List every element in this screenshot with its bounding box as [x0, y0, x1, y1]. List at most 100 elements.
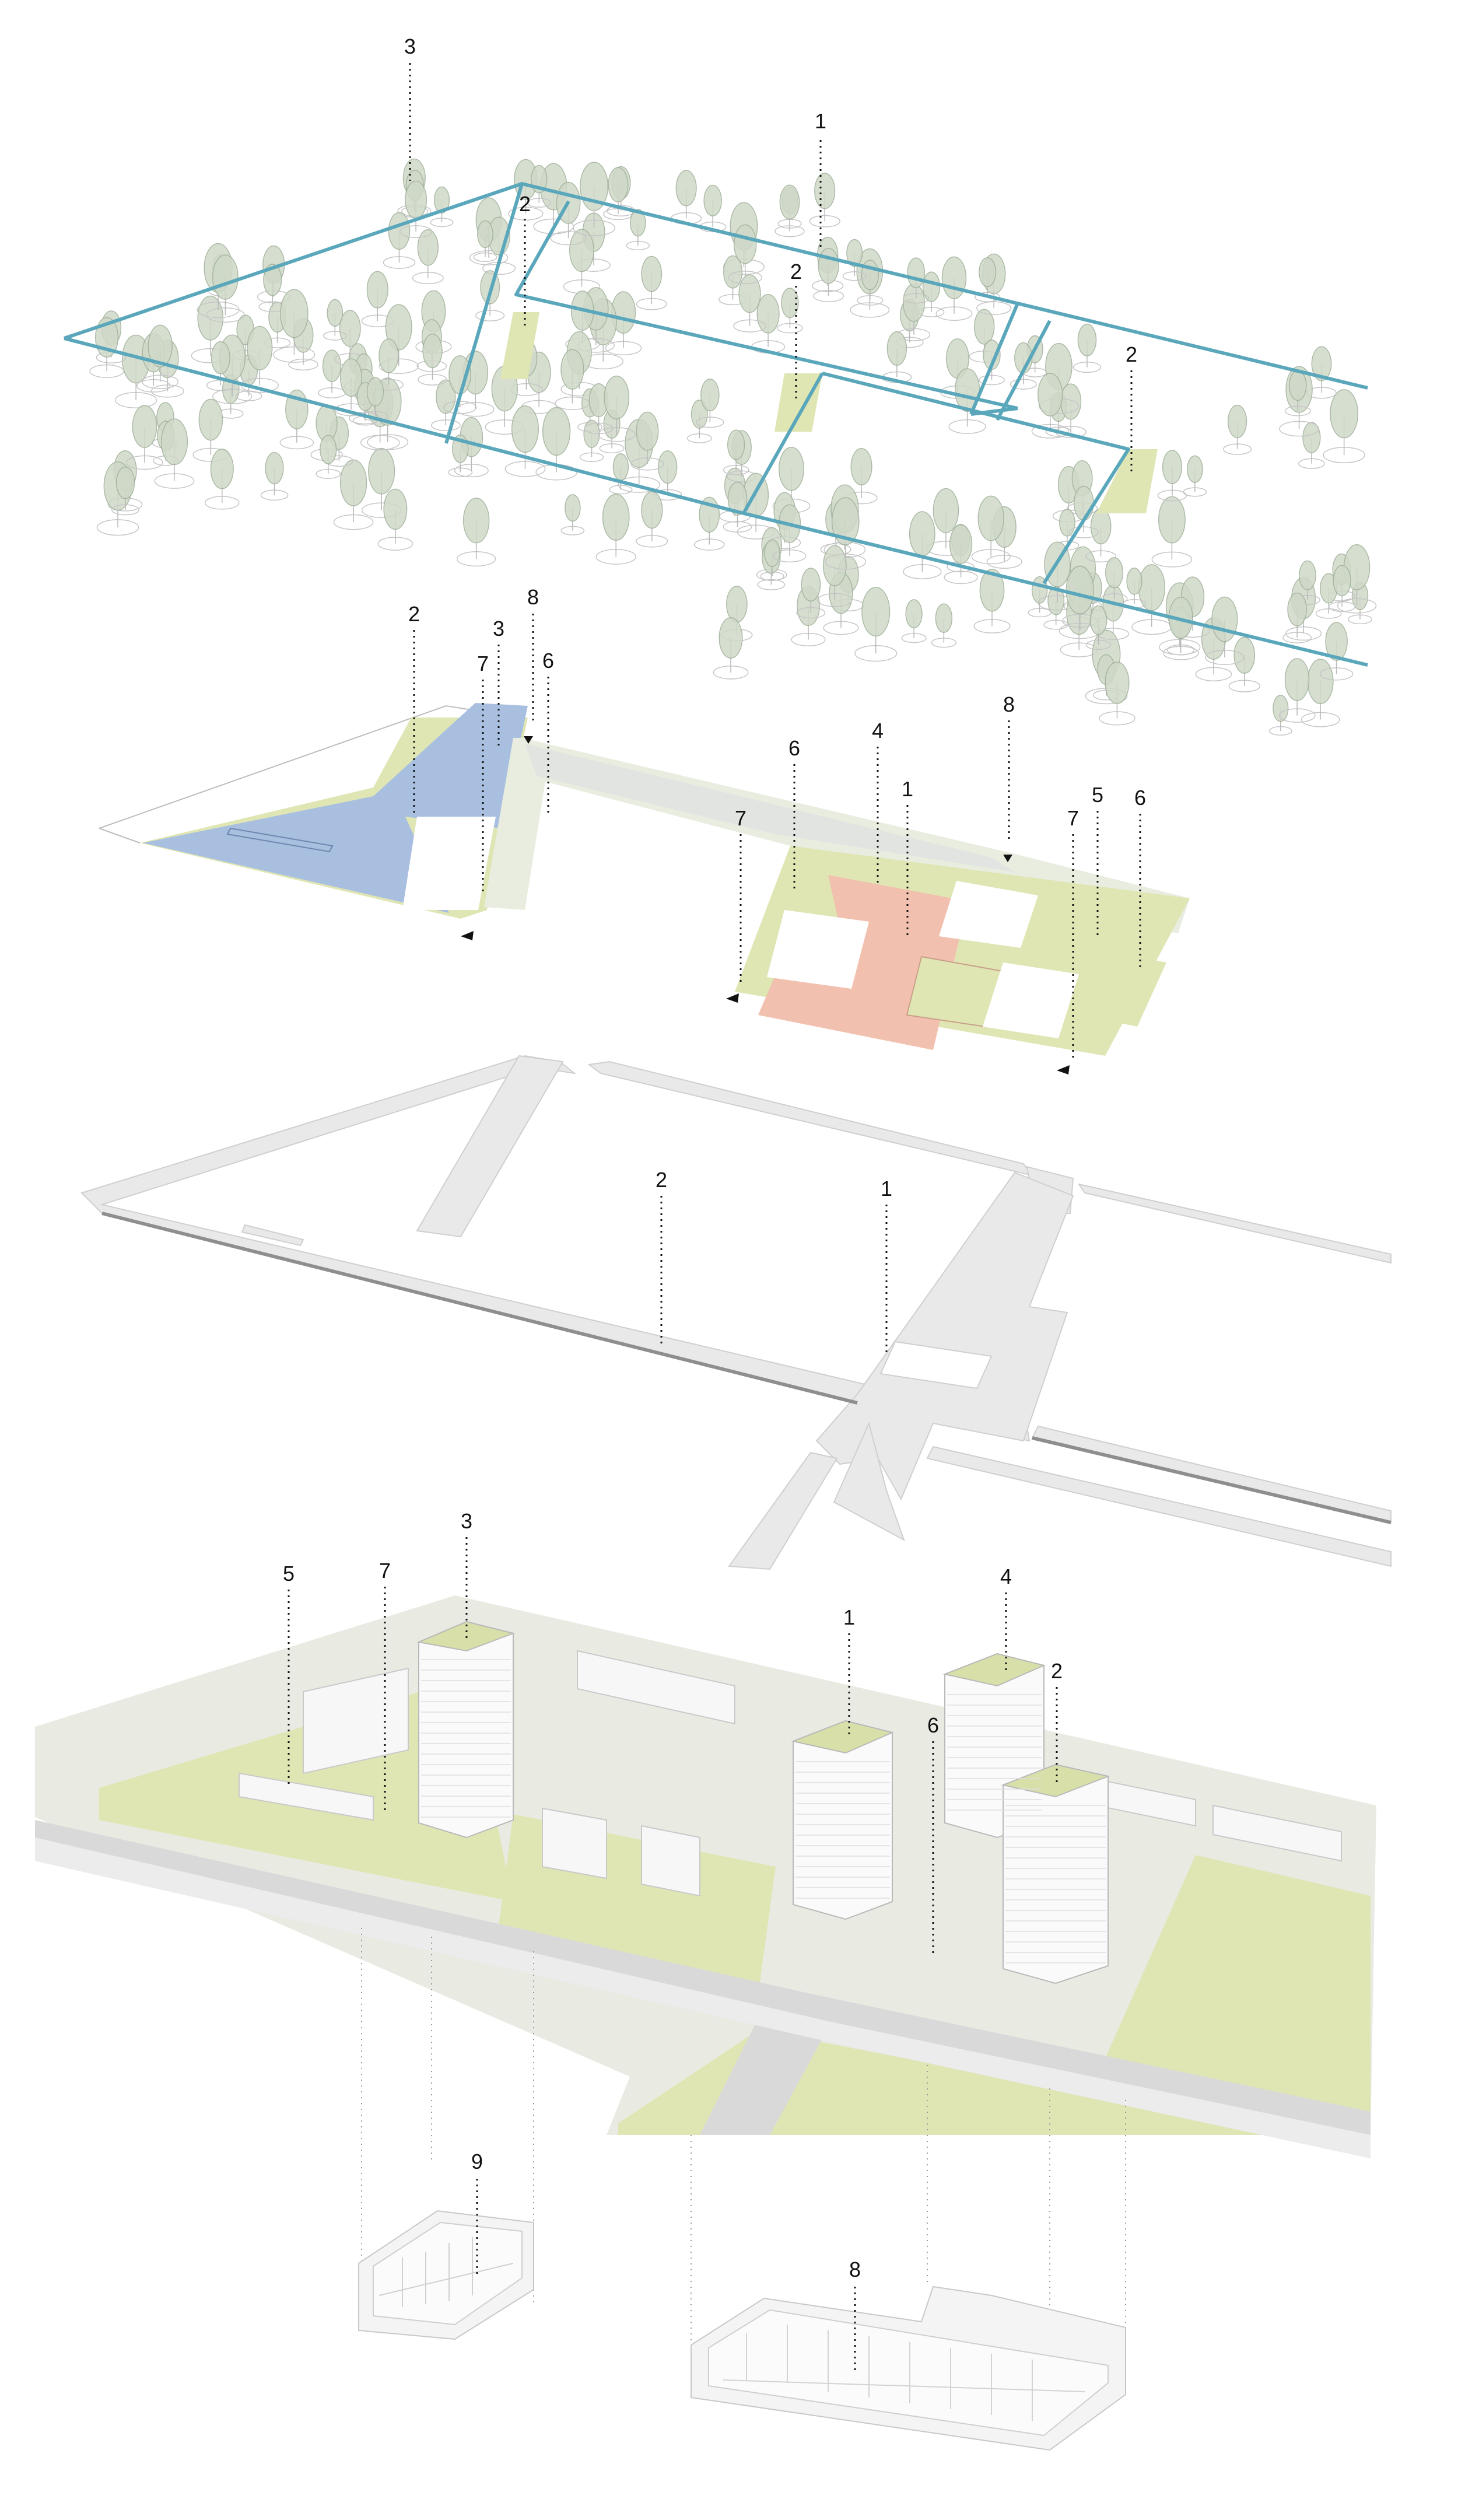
tree-canopy-group — [89, 158, 1377, 736]
tower-1 — [791, 1720, 895, 1920]
label-land-2: 2 — [408, 602, 420, 626]
tree-icon — [1187, 455, 1203, 483]
tree-icon — [612, 453, 629, 481]
tree-icon — [247, 326, 273, 370]
tree-icon — [738, 274, 761, 313]
tree-icon — [846, 239, 863, 267]
label-land-7b: 7 — [735, 806, 746, 830]
tree-icon — [265, 452, 284, 485]
tree-icon — [1126, 568, 1142, 595]
layer-buildings: 3 5 7 1 4 2 6 — [35, 1509, 1376, 2158]
label-land-7a: 7 — [477, 652, 489, 676]
tree-icon — [1105, 662, 1130, 704]
tree-icon — [1302, 422, 1321, 453]
tree-icon — [850, 448, 872, 485]
tree-icon — [388, 212, 411, 250]
layer-circulation: 2 1 — [80, 1055, 1392, 1570]
label-bld-7: 7 — [379, 1559, 391, 1583]
tree-icon — [280, 289, 309, 338]
label-land-6b: 6 — [788, 736, 800, 760]
label-land-8a: 8 — [527, 585, 539, 609]
tree-icon — [327, 299, 344, 327]
building-leaders — [288, 1537, 1058, 1954]
tree-icon — [368, 447, 395, 495]
tree-icon — [210, 449, 234, 489]
tree-icon — [1299, 560, 1316, 590]
tree-icon — [115, 466, 135, 499]
tree-icon — [477, 220, 493, 249]
tree-icon — [385, 304, 412, 351]
label-land-5: 5 — [1092, 783, 1103, 807]
circulation-leaders — [660, 1196, 888, 1353]
tree-icon — [949, 524, 973, 564]
tree-icon — [1038, 373, 1063, 416]
tree-icon — [658, 450, 678, 484]
tree-icon — [1273, 695, 1289, 722]
tree-icon — [569, 229, 594, 272]
tree-icon — [979, 257, 997, 288]
layer-underground: 9 8 — [358, 1928, 1126, 2451]
tree-icon — [366, 377, 384, 407]
tree-icon — [1162, 450, 1183, 484]
tree-icon — [565, 494, 581, 522]
tree-icon — [1227, 404, 1247, 438]
label-bld-3: 3 — [461, 1509, 472, 1533]
tree-icon — [905, 599, 923, 629]
tree-icon — [322, 349, 342, 382]
tree-icon — [197, 295, 224, 341]
tree-icon — [935, 603, 953, 633]
label-bld-6: 6 — [927, 1713, 939, 1737]
underground-leaders — [476, 2179, 856, 2374]
tree-icon — [602, 494, 630, 541]
tree-icon — [422, 333, 443, 369]
label-trees-1: 1 — [815, 109, 826, 133]
west-hatched-square — [402, 817, 496, 910]
tree-icon — [779, 447, 804, 491]
tree-icon — [511, 405, 539, 453]
parking-8 — [691, 2286, 1126, 2451]
tree-icon — [1158, 496, 1186, 544]
tree-icon — [756, 294, 780, 334]
tree-icon — [405, 180, 427, 219]
tree-icon — [630, 209, 646, 237]
tree-icon — [560, 349, 584, 390]
tree-icon — [909, 511, 935, 556]
tree-icon — [378, 338, 399, 373]
tree-icon — [977, 495, 1004, 541]
label-land-1: 1 — [902, 777, 913, 801]
tree-icon — [212, 254, 239, 300]
tree-icon — [933, 488, 959, 533]
label-land-6c: 6 — [1134, 786, 1146, 810]
tree-icon — [263, 264, 282, 296]
green-strip-2 — [774, 373, 822, 432]
tree-icon — [160, 418, 188, 466]
label-bld-4: 4 — [1000, 1564, 1012, 1588]
tree-icon — [727, 481, 748, 516]
low-rise-blocks — [239, 1650, 1342, 1897]
tree-icon — [1089, 605, 1107, 635]
label-ug-9: 9 — [471, 2150, 483, 2174]
label-land-3: 3 — [493, 617, 504, 640]
tree-icon — [1138, 564, 1166, 611]
label-trees-3: 3 — [404, 34, 416, 58]
layer-trees: 1 3 2 2 2 — [64, 34, 1377, 736]
tree-icon — [886, 331, 907, 366]
tree-layer-leaders — [409, 63, 1133, 473]
tree-icon — [1325, 622, 1348, 661]
tree-icon — [922, 271, 941, 302]
tower-3 — [416, 1620, 516, 1839]
tree-icon — [1288, 370, 1307, 401]
tower-floor-lines — [421, 1659, 1106, 1964]
tree-icon — [764, 539, 780, 568]
tree-icon — [822, 545, 847, 586]
tree-icon — [148, 324, 173, 368]
tree-icon — [542, 407, 571, 456]
label-bld-5: 5 — [283, 1562, 295, 1586]
parking-9 — [358, 2210, 534, 2340]
tree-icon — [703, 184, 722, 216]
tree-icon — [641, 256, 663, 292]
tree-icon — [383, 488, 408, 530]
tree-icon — [727, 429, 745, 460]
label-trees-2c: 2 — [1126, 342, 1137, 366]
tree-icon — [608, 167, 629, 202]
